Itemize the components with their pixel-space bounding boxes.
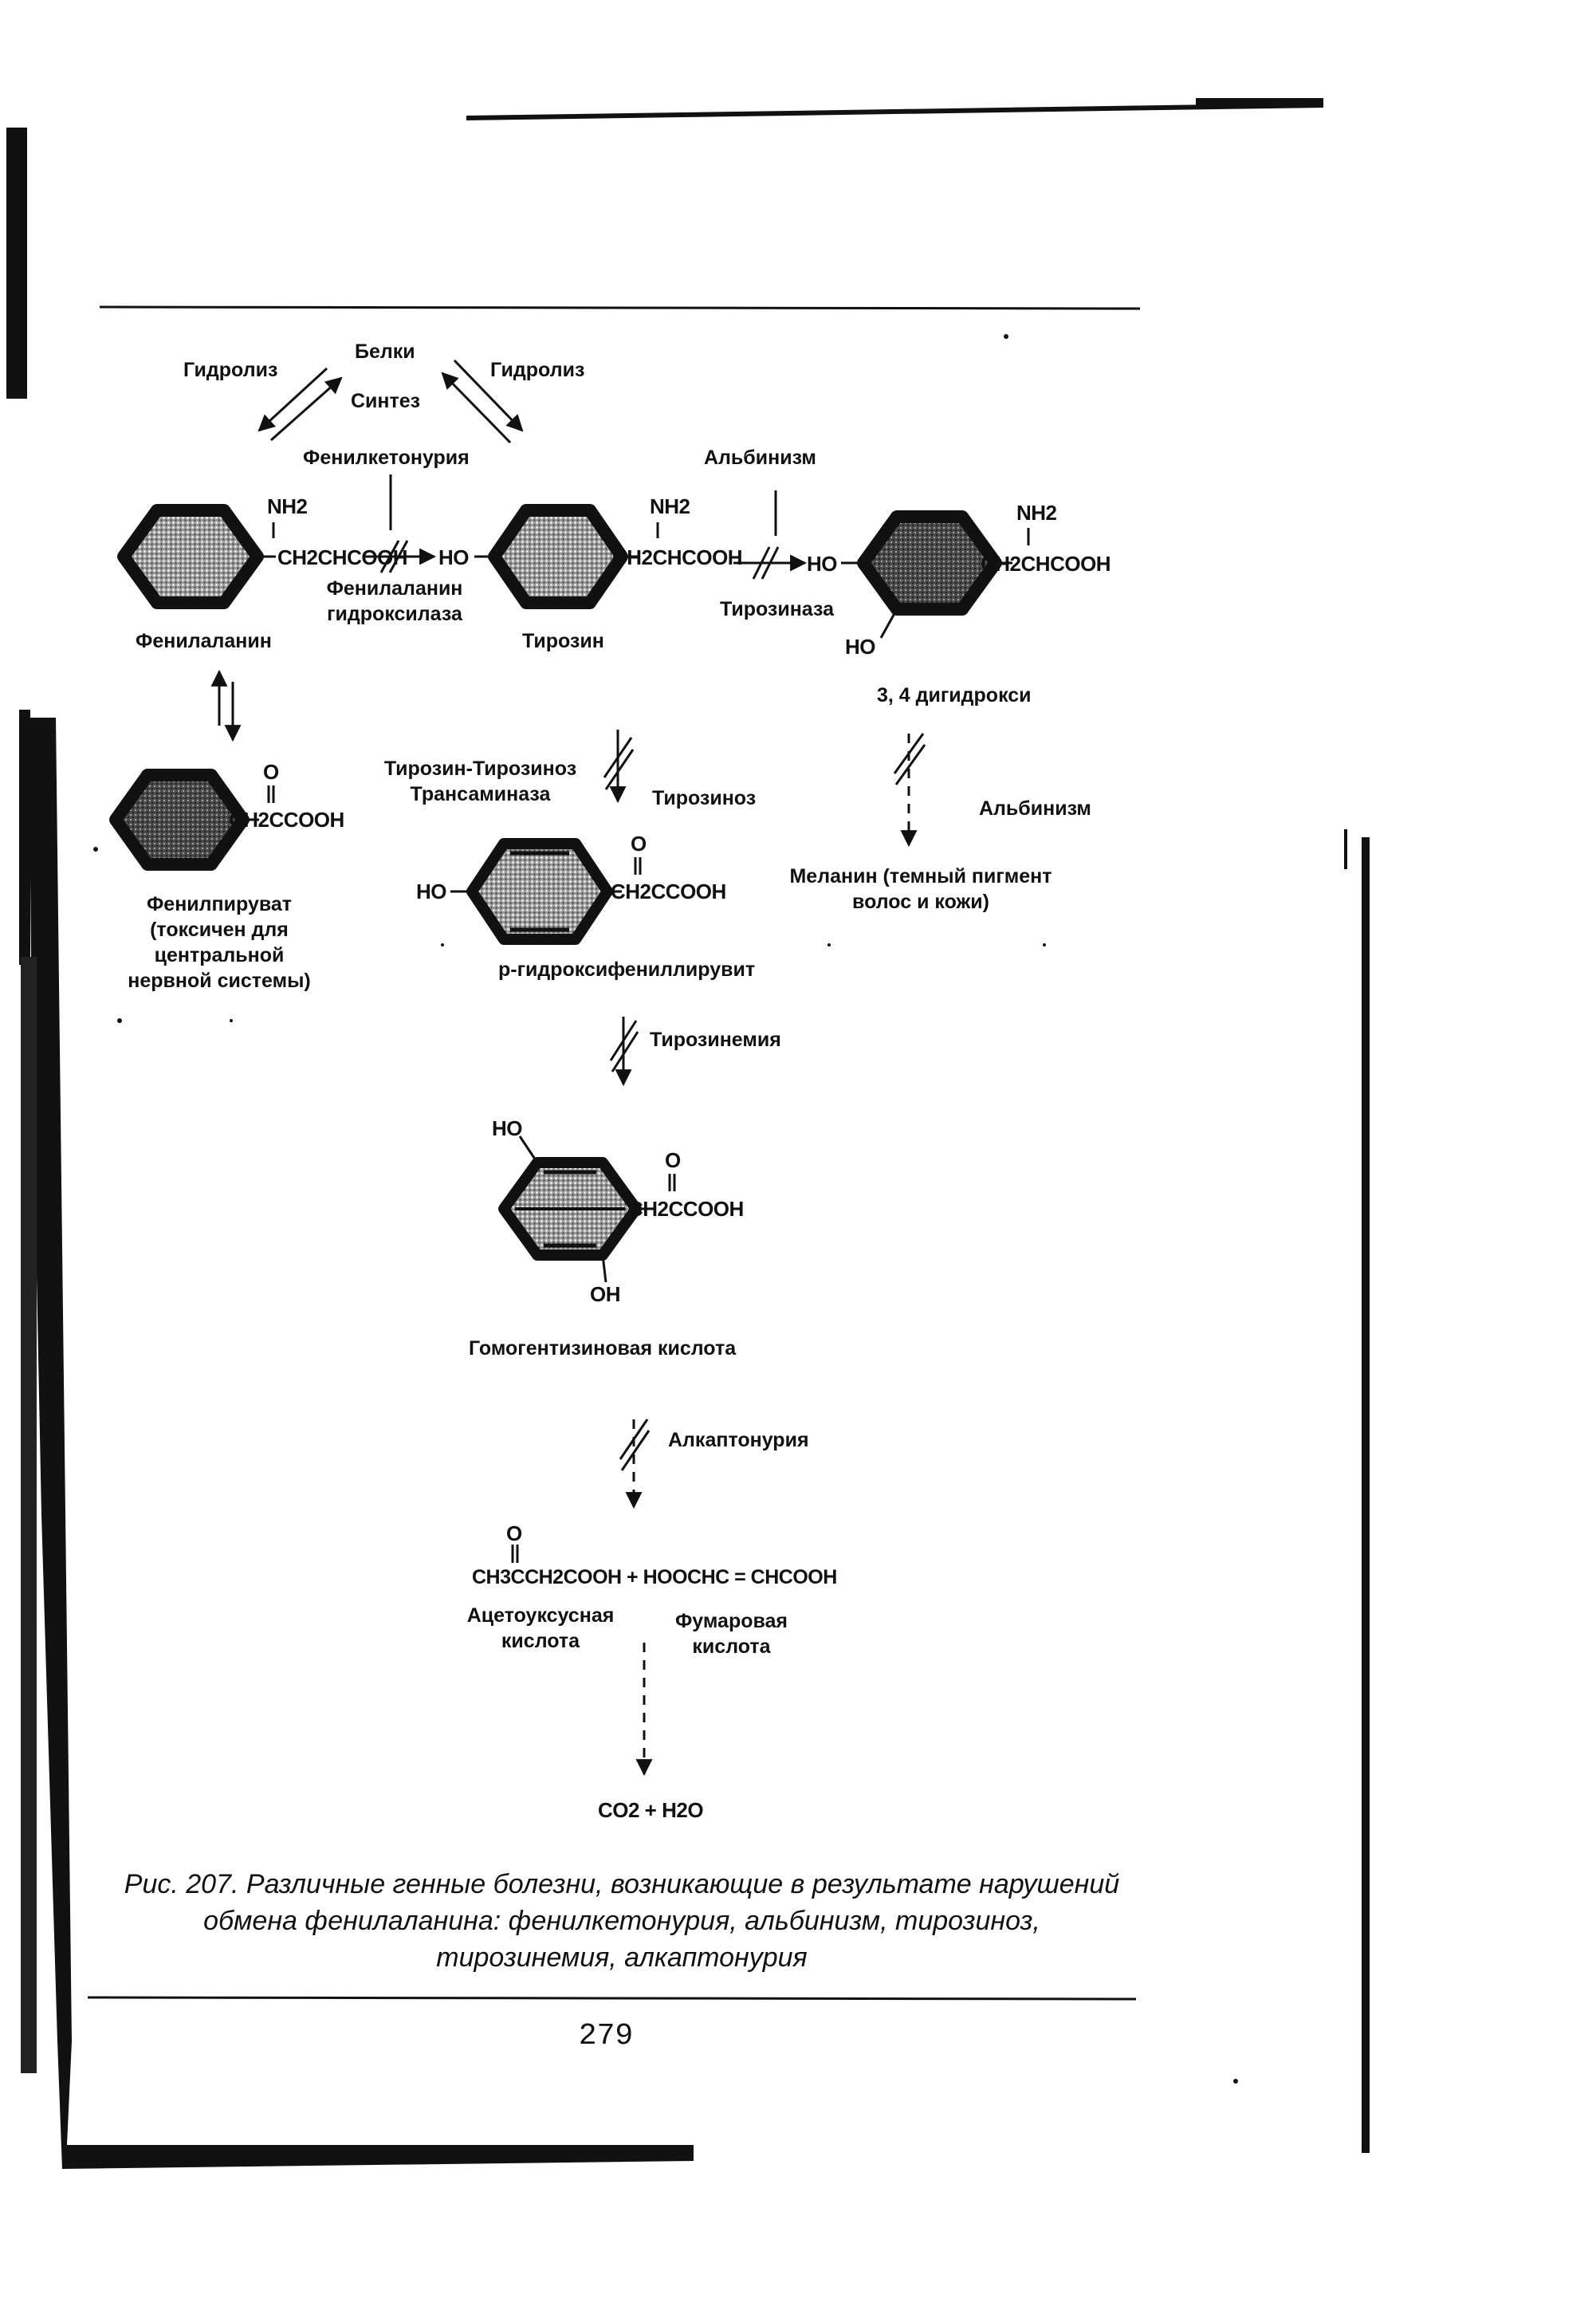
hga-ho: HO: [492, 1116, 523, 1140]
hydrolysis-left-label: Гидролиз: [183, 359, 278, 381]
pathway-arrows: [210, 474, 926, 1777]
dopa-nh2: NH2: [1016, 501, 1057, 525]
ring-dihydroxyphenylalanine: [857, 510, 1002, 616]
tyrosine-label: Тирозин: [522, 630, 604, 652]
page-number: 279: [578, 2019, 634, 2053]
phe-nh2: NH2: [267, 494, 308, 518]
phenylpyruvate-side-chain: CH2CCOOH: [229, 808, 344, 832]
scan-edge-left: [6, 128, 1370, 2169]
hga-o: O: [665, 1148, 681, 1172]
enzyme-phe-hydroxylase: Фенилаланин гидроксилаза: [326, 577, 463, 625]
ring-phenylalanine: [117, 504, 264, 609]
tyr-side-chain: CH2CHCOOH: [612, 545, 743, 569]
melanin-label: Меланин (темный пигмент волос и кожи): [789, 865, 1052, 913]
hydrolysis-right-label: Гидролиз: [490, 359, 585, 381]
tyr-ho: HO: [438, 545, 470, 569]
tyr-nh2: NH2: [650, 494, 690, 518]
ring-hydroxyphenylpyruvate: [466, 838, 613, 945]
hga-side-chain: CH2CCOOH: [628, 1197, 744, 1221]
ring-homogentisic: [498, 1157, 642, 1261]
figure-caption: Рис. 207. Различные генные болезни, возн…: [124, 1869, 1120, 1973]
phe-side-chain: CH2CHCOOH: [277, 545, 408, 569]
enzyme-tyrosinase: Тирозиназа: [720, 598, 835, 620]
protein-cycle-arrows: [257, 359, 524, 444]
hpp-o: O: [631, 832, 647, 856]
dopa-side-chain: CH2CHCOOH: [981, 552, 1111, 576]
hpp-ho: HO: [416, 880, 447, 903]
acetoacetic-label: Ацетоуксусная кислота: [466, 1604, 615, 1652]
hydroxyphenylpyruvate-label: p-гидроксифениллирувит: [498, 958, 756, 981]
disease-albinism-top-label: Альбинизм: [704, 447, 816, 469]
phenylalanine-label: Фенилаланин: [136, 630, 272, 652]
dopa-ho-lower: HO: [845, 635, 876, 659]
ring-phenylpyruvate: [109, 769, 250, 871]
disease-tyrosinemia-label: Тирозинемия: [650, 1029, 781, 1051]
synthesis-label: Синтез: [351, 390, 421, 412]
scan-specks: [93, 334, 1238, 2084]
dopa-ho: HO: [807, 552, 838, 576]
chemical-bonds: [243, 522, 1030, 1563]
products-o: O: [506, 1521, 522, 1545]
disease-pku-label: Фенилкетонурия: [303, 447, 470, 469]
page-rules: [87, 98, 1324, 2001]
hpp-side-chain: CH2CCOOH: [611, 880, 726, 903]
disease-albinism-right-label: Альбинизм: [979, 797, 1091, 820]
disease-tyrosinosis-label: Тирозиноз: [652, 787, 757, 809]
hga-oh: OH: [590, 1282, 621, 1306]
homogentisic-label: Гомогентизиновая кислота: [469, 1337, 737, 1360]
end-products-label: CO2 + H2O: [598, 1798, 704, 1822]
phenylpyruvate-label: Фенилпируват (токсичен для центральной н…: [128, 893, 311, 992]
ring-tyrosine: [488, 504, 628, 609]
products-equation: CH3CCH2COOH + HOOCHC = CHCOOH: [472, 1566, 837, 1588]
proteins-label: Белки: [355, 340, 415, 363]
dihydroxy-label: 3, 4 дигидрокси: [877, 684, 1032, 706]
disease-alkaptonuria-label: Алкаптонурия: [668, 1429, 809, 1451]
fumaric-label: Фумаровая кислота: [674, 1610, 788, 1658]
enzyme-transaminase: Тирозин-Тирозиноз Трансаминаза: [383, 758, 577, 805]
phenylpyruvate-o: O: [263, 760, 279, 784]
